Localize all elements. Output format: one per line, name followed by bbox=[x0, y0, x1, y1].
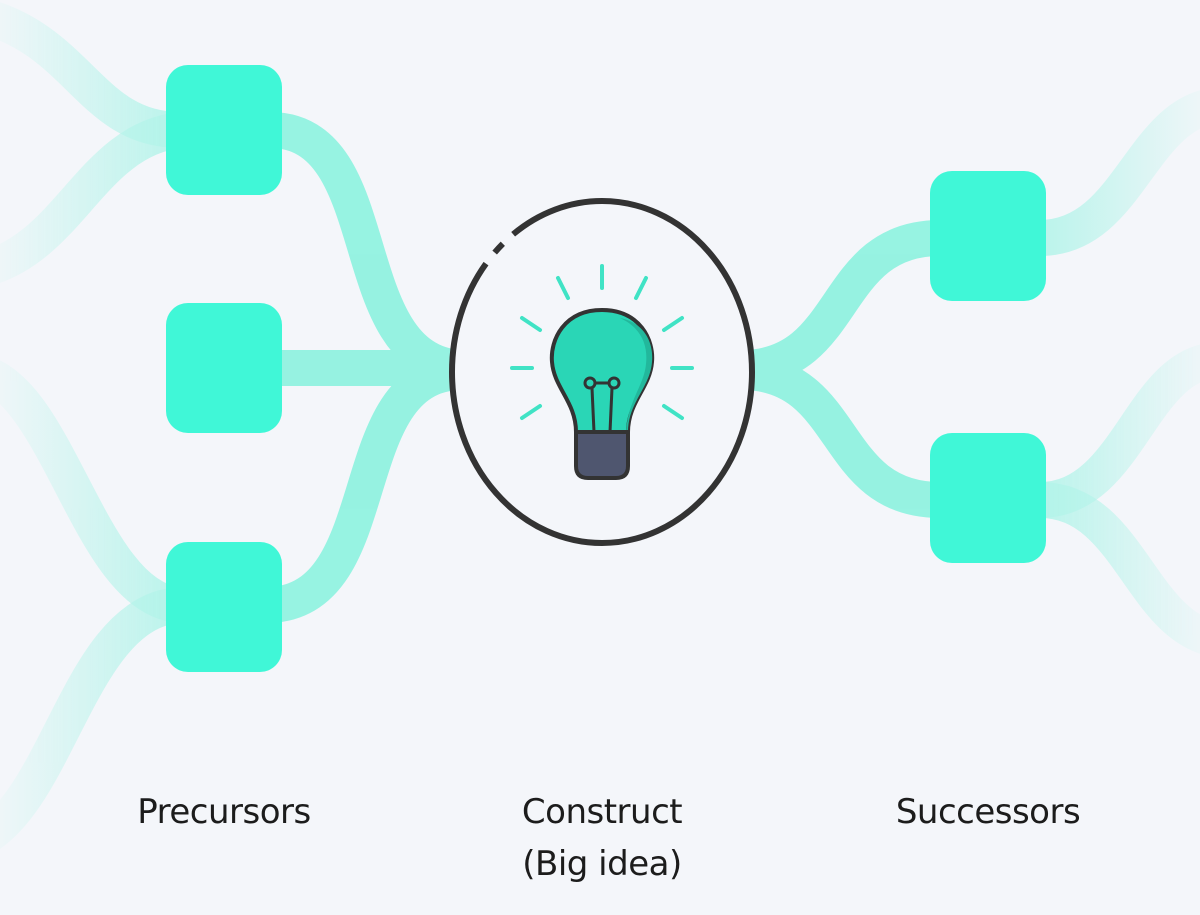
lightbulb-icon bbox=[510, 264, 694, 480]
precursor-nodes bbox=[166, 65, 282, 672]
construct-label-line2: (Big idea) bbox=[522, 844, 682, 884]
successors-label: Successors bbox=[838, 786, 1138, 838]
precursor-node bbox=[166, 65, 282, 195]
precursor-to-construct-flows bbox=[252, 112, 478, 623]
precursors-label-text: Precursors bbox=[137, 792, 311, 832]
successors-label-text: Successors bbox=[895, 792, 1081, 832]
construct-label-line1: Construct bbox=[521, 792, 683, 832]
successor-node bbox=[930, 433, 1046, 563]
successor-node bbox=[930, 171, 1046, 301]
construct-to-successor-flows bbox=[727, 220, 958, 518]
incoming-flows bbox=[0, 2, 198, 849]
precursor-node bbox=[166, 542, 282, 672]
successor-nodes bbox=[930, 171, 1046, 563]
precursor-node bbox=[166, 303, 282, 433]
precursors-label: Precursors bbox=[74, 786, 374, 838]
outgoing-flows bbox=[1022, 90, 1200, 654]
construct-label: Construct (Big idea) bbox=[452, 786, 752, 890]
